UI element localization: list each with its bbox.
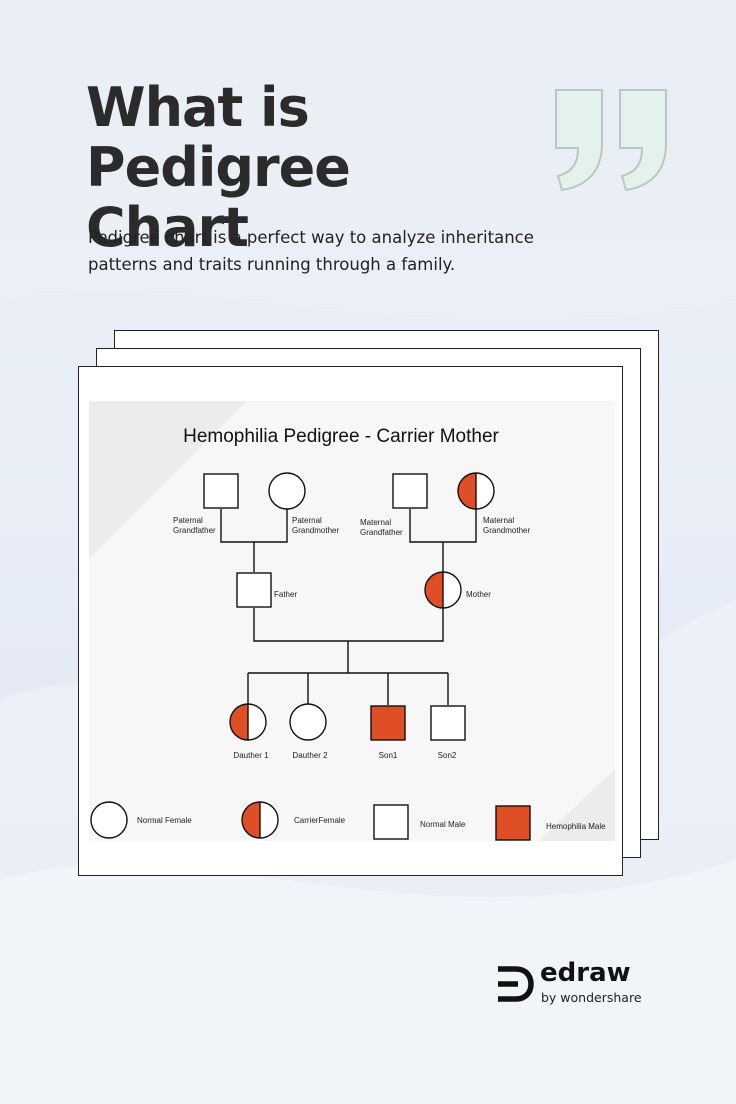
- maternal-grandfather-symbol: [392, 473, 428, 509]
- brand-tagline: by wondershare: [541, 990, 642, 1005]
- diagram-title: Hemophilia Pedigree - Carrier Mother: [183, 426, 499, 447]
- daughter-2-label: Dauther 2: [292, 751, 328, 760]
- page-description: Pedigree chart is a perfect way to analy…: [88, 224, 538, 278]
- diagram-canvas: [89, 401, 615, 841]
- pedigree-diagram: Hemophilia Pedigree - Carrier Mother Pat…: [89, 401, 615, 841]
- legend-normal-male-symbol: [373, 804, 409, 840]
- quote-mark-icon: [555, 89, 667, 192]
- mother-label: Mother: [466, 590, 491, 599]
- paternal-grandmother-label: Paternal Grandmother: [292, 516, 339, 535]
- legend-normal-male-label: Normal Male: [420, 820, 466, 829]
- title-line-1: What is Pedigree: [86, 76, 351, 199]
- father-symbol: [236, 572, 272, 608]
- paternal-grandmother-symbol: [268, 472, 306, 510]
- paternal-grandfather-label: Paternal Grandfather: [173, 516, 216, 535]
- legend-carrier-female-symbol: [241, 801, 279, 839]
- description-line-2: patterns and traits running through a fa…: [88, 255, 456, 274]
- maternal-grandfather-label: Maternal Grandfather: [360, 518, 403, 537]
- legend-hemophilia-male-symbol: [495, 805, 531, 841]
- corner-decoration-top-left: [89, 401, 247, 559]
- page-title: What is Pedigree Chart: [86, 78, 566, 258]
- son-2-symbol: [430, 705, 466, 741]
- legend-normal-female-symbol: [90, 801, 128, 839]
- title-line-2: Chart: [86, 196, 249, 259]
- child-drop-lines: [247, 673, 449, 705]
- maternal-grandmother-label: Maternal Grandmother: [483, 516, 530, 535]
- legend-carrier-female-label: CarrierFemale: [294, 816, 346, 825]
- legend: Normal Female CarrierFemale Normal Male …: [90, 801, 606, 841]
- edraw-logo-icon: [498, 966, 534, 1002]
- son-2-label: Son2: [438, 751, 457, 760]
- brand-name: edraw: [540, 958, 631, 988]
- legend-normal-female-label: Normal Female: [137, 816, 192, 825]
- mother-symbol: [424, 571, 462, 609]
- pedigree-connectors: [220, 509, 477, 705]
- corner-decoration-bottom-right: [539, 769, 615, 841]
- father-label: Father: [274, 590, 297, 599]
- description-line-1: Pedigree chart is a perfect way to analy…: [88, 228, 534, 247]
- son-1-label: Son1: [379, 751, 398, 760]
- maternal-grandmother-symbol: [457, 472, 495, 510]
- legend-hemophilia-male-label: Hemophilia Male: [546, 822, 606, 831]
- edraw-logo[interactable]: edraw by wondershare: [494, 958, 654, 1008]
- daughter-2-symbol: [289, 703, 327, 741]
- paternal-grandfather-symbol: [203, 473, 239, 509]
- daughter-1-label: Dauther 1: [233, 751, 269, 760]
- daughter-1-symbol: [229, 703, 267, 741]
- son-1-symbol: [370, 705, 406, 741]
